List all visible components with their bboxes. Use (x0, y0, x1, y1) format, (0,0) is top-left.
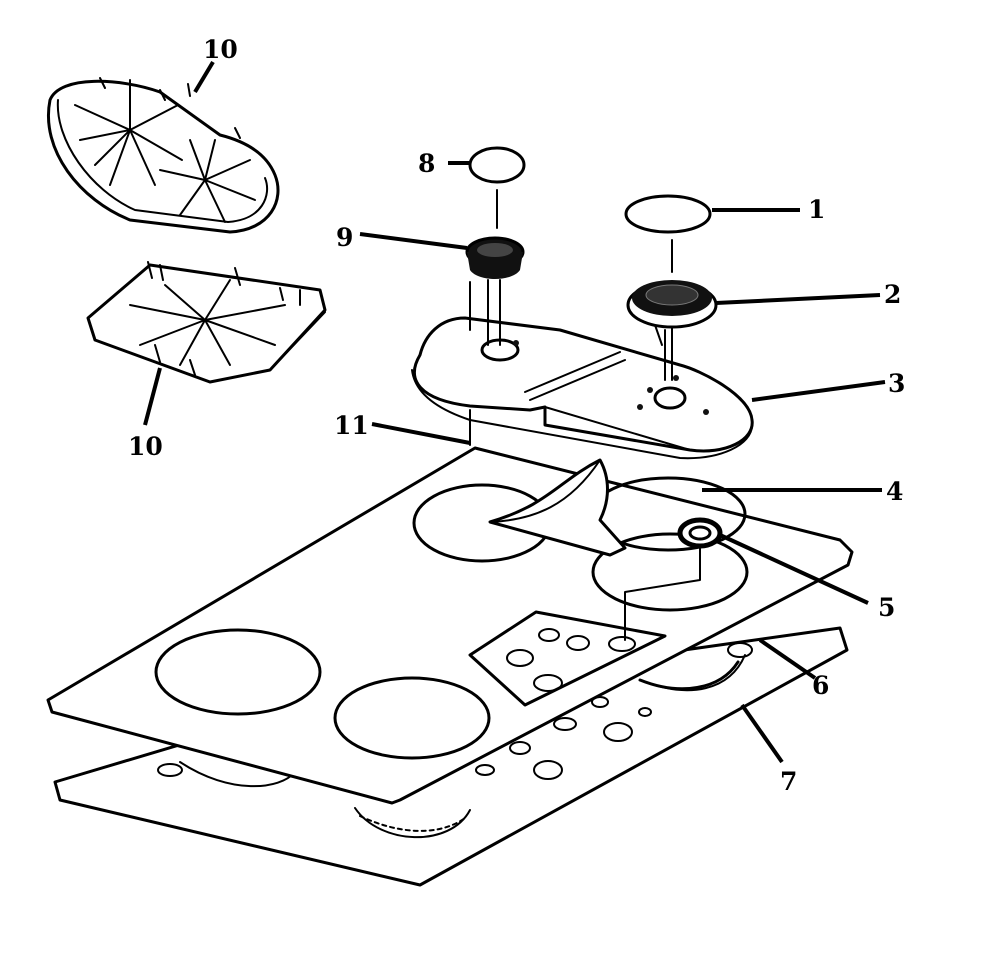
callout-8: 8 (418, 149, 435, 178)
callout-10-top: 10 (203, 35, 238, 64)
leader-lines (143, 60, 886, 764)
large-burner-cap (624, 194, 712, 273)
callout-7: 7 (780, 767, 797, 796)
callout-9: 9 (336, 223, 353, 252)
callout-11: 11 (334, 411, 369, 440)
ring-seal (624, 517, 723, 641)
callout-4: 4 (886, 477, 903, 506)
small-burner-head (465, 236, 525, 346)
small-burner-cap (468, 146, 526, 229)
large-burner-head (626, 280, 718, 381)
callout-1: 1 (808, 195, 825, 224)
callout-3: 3 (888, 369, 905, 398)
gas-burner-panel (411, 281, 754, 460)
callout-10-bottom: 10 (128, 432, 163, 461)
double-grate (47, 77, 280, 234)
callout-6: 6 (812, 671, 829, 700)
callout-5: 5 (878, 593, 895, 622)
single-grate (86, 261, 327, 384)
glass-cooktop (46, 446, 854, 805)
callout-2: 2 (884, 280, 901, 309)
